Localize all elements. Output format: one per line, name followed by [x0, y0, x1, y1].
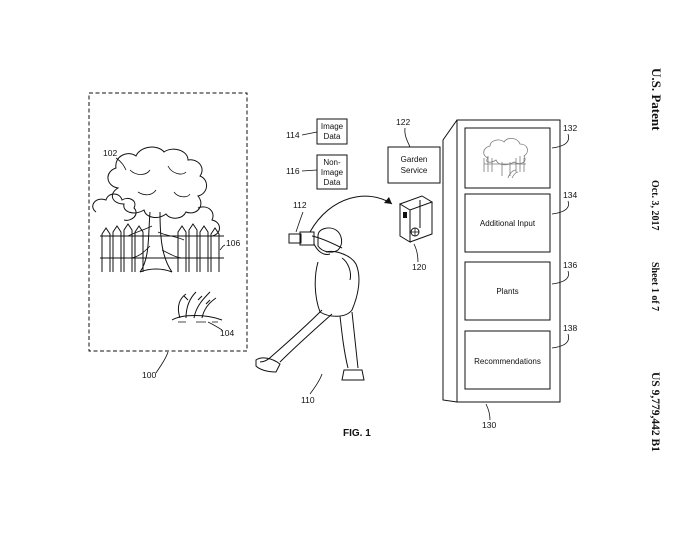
header-sheet: Sheet 1 of 7: [649, 262, 660, 311]
upload-arrow: [309, 195, 393, 233]
image-data-label-line2: Data: [324, 132, 341, 141]
leader-100: [155, 351, 169, 374]
captured-image-thumbnail: [483, 138, 528, 179]
plants-panel: [464, 261, 551, 321]
image-data-box: [316, 118, 348, 145]
image-data-label-line1: Image: [321, 122, 344, 131]
captured-image-panel: [464, 127, 551, 189]
leader-114: [301, 131, 318, 136]
device-display-side: [442, 119, 458, 403]
leader-106: [219, 244, 226, 251]
leader-132: [551, 133, 569, 149]
non-image-data-label-line2: Image: [321, 168, 344, 177]
plant-illustration: [171, 291, 223, 323]
leader-102: [115, 157, 127, 171]
header-date: Oct. 3, 2017: [649, 180, 660, 231]
plants-label: Plants: [496, 287, 518, 296]
ref-114: 114: [286, 130, 300, 140]
ref-138: 138: [563, 323, 577, 333]
server-icon: [398, 195, 434, 243]
header-publication: U.S. Patent: [649, 68, 664, 131]
leader-112: [295, 211, 304, 233]
header-patent-number: US 9,779,442 B1: [649, 372, 661, 452]
leader-104: [207, 321, 223, 331]
leader-130: [485, 403, 491, 421]
leader-136: [551, 270, 569, 285]
patent-header: U.S. Patent Oct. 3, 2017 Sheet 1 of 7 US…: [649, 68, 664, 452]
leader-138: [551, 333, 569, 349]
leader-116: [301, 169, 318, 172]
ref-110: 110: [301, 395, 315, 405]
device-display-frame: [456, 119, 561, 403]
ref-102: 102: [103, 148, 117, 158]
ref-112: 112: [293, 200, 307, 210]
recommendations-panel: [464, 330, 551, 390]
user-photographer-illustration: [255, 227, 365, 381]
additional-input-label: Additional Input: [480, 219, 536, 228]
leader-134: [551, 200, 569, 215]
non-image-data-label-line3: Data: [324, 178, 341, 187]
ref-104: 104: [220, 328, 234, 338]
ref-136: 136: [563, 260, 577, 270]
ref-134: 134: [563, 190, 577, 200]
garden-service-box: [387, 146, 441, 184]
non-image-data-label-line1: Non-: [323, 158, 341, 167]
additional-input-panel: [464, 193, 551, 253]
ref-132: 132: [563, 123, 577, 133]
leader-120: [413, 243, 419, 263]
upload-arrowhead: [384, 197, 392, 204]
garden-service-label-line2: Service: [401, 166, 428, 175]
fence-illustration: [100, 223, 224, 272]
ref-116: 116: [286, 166, 300, 176]
recommendations-label: Recommendations: [474, 357, 541, 366]
ref-100: 100: [142, 370, 156, 380]
figure-caption: FIG. 1: [343, 428, 371, 439]
garden-service-label-line1: Garden: [401, 155, 428, 164]
ref-106: 106: [226, 238, 240, 248]
ref-130: 130: [482, 420, 496, 430]
ref-120: 120: [412, 262, 426, 272]
camera-icon: [288, 233, 302, 244]
leader-122: [404, 127, 411, 148]
ref-122: 122: [396, 117, 410, 127]
non-image-data-box: [316, 154, 348, 190]
scene-region: [88, 92, 248, 352]
leader-110: [309, 373, 323, 395]
